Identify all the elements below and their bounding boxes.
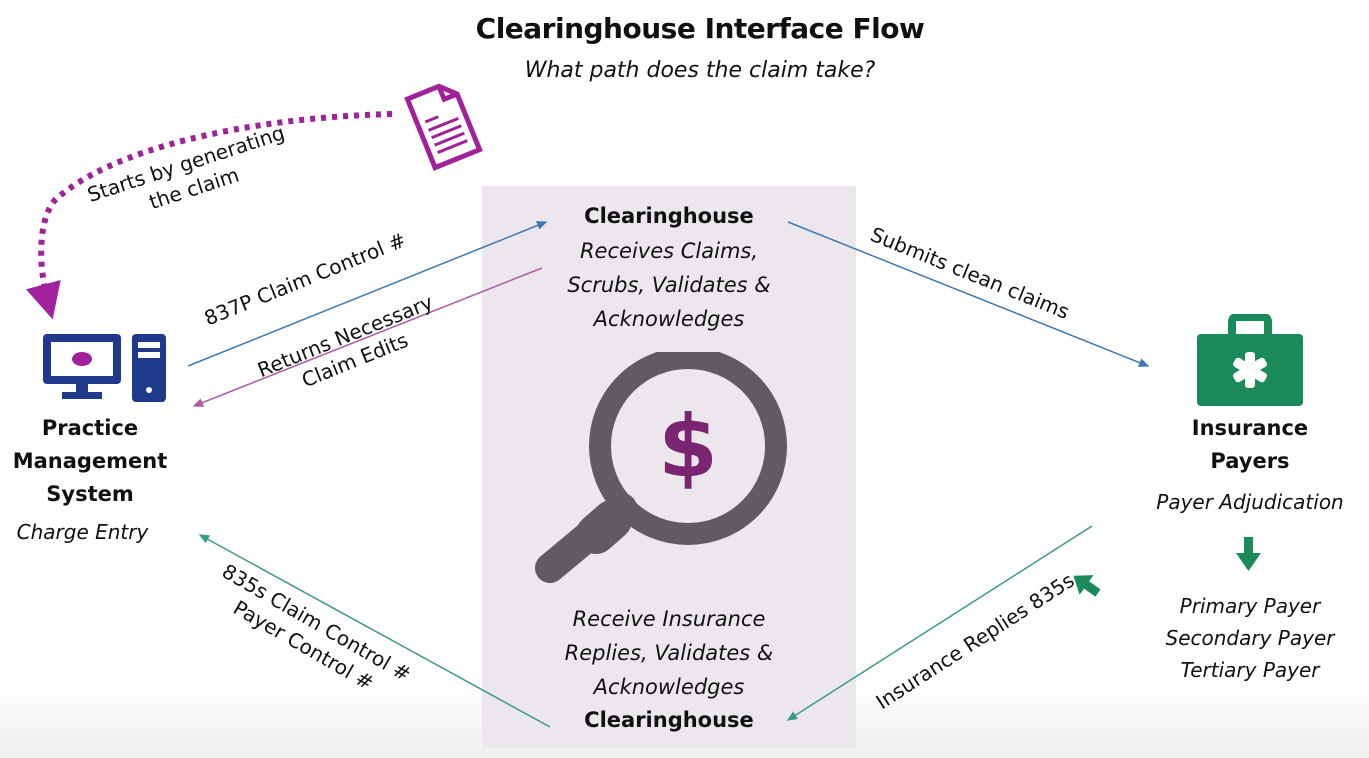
clearinghouse-bottom-title: Clearinghouse	[584, 708, 754, 732]
arrow-returns-edits	[192, 267, 543, 407]
clearinghouse-bottom-desc-line: Acknowledges	[593, 675, 745, 699]
practice-label-line: Practice	[41, 416, 139, 440]
charge-entry-label: Charge Entry	[16, 520, 149, 544]
medical-briefcase-icon	[1194, 313, 1306, 409]
clearinghouse-top-desc-line: Acknowledges	[593, 307, 745, 331]
desktop-computer-icon	[40, 330, 170, 405]
payers-label-line: Payers	[1210, 449, 1290, 473]
payer-list-item: Secondary Payer	[1165, 626, 1335, 650]
arrow-generate-claim	[25, 111, 393, 320]
insurance-payers-label: Insurance Payers	[1170, 412, 1330, 478]
payers-label-line: Insurance	[1191, 416, 1309, 440]
page-subtitle: What path does the claim take?	[524, 58, 876, 83]
payer-adjudication-label: Payer Adjudication	[1156, 490, 1344, 514]
practice-management-label: Practice Management System	[0, 412, 180, 511]
up-left-arrow-icon	[1073, 575, 1101, 597]
document-icon	[392, 76, 492, 176]
arrow-submits-clean	[787, 221, 1150, 367]
payer-list-item: Primary Payer	[1179, 594, 1321, 618]
page-title: Clearinghouse Interface Flow	[475, 12, 925, 45]
clearinghouse-top-desc-line: Receives Claims,	[579, 239, 759, 263]
arrow-insurance-replies	[786, 525, 1093, 721]
arrow-835-remit	[198, 534, 551, 728]
practice-label-line: System	[46, 482, 134, 506]
clearinghouse-top-title: Clearinghouse	[584, 204, 754, 228]
payer-list-item: Tertiary Payer	[1180, 658, 1320, 682]
payer-list: Primary Payer Secondary Payer Tertiary P…	[1140, 590, 1360, 686]
svg-text:$: $	[658, 397, 718, 497]
practice-label-line: Management	[12, 449, 168, 473]
clearinghouse-bottom-desc-line: Replies, Validates &	[564, 641, 774, 665]
clearinghouse-panel	[482, 186, 856, 748]
magnifier-dollar-icon: $	[510, 347, 800, 602]
clearinghouse-bottom: Receive Insurance Replies, Validates & A…	[482, 602, 856, 732]
clearinghouse-top-desc-line: Scrubs, Validates &	[567, 273, 771, 297]
clearinghouse-bottom-desc-line: Receive Insurance	[572, 607, 766, 631]
arrow-837p	[187, 221, 548, 367]
down-arrow-icon	[1236, 537, 1261, 571]
clearinghouse-top: Clearinghouse Receives Claims, Scrubs, V…	[482, 204, 856, 336]
